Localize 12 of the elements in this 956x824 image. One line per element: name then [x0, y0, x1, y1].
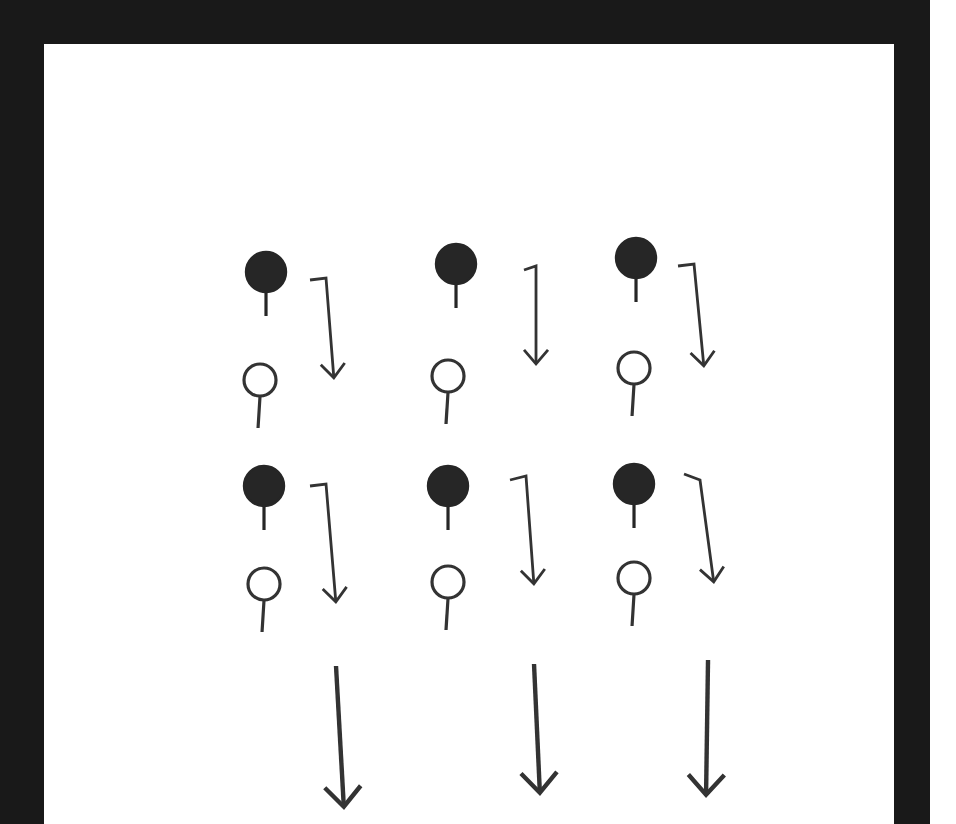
filled-circle-symbol [614, 236, 658, 302]
open-circle-symbol [242, 362, 278, 429]
open-circle-symbol [430, 564, 466, 631]
open-circle-symbol [616, 560, 652, 627]
filled-circle-symbol [426, 464, 470, 530]
filled-circle-symbol [434, 242, 478, 308]
open-circle-symbol [616, 350, 652, 417]
open-circle-symbol [430, 358, 466, 425]
filled-circle-symbol [244, 250, 288, 316]
open-circle-symbol [246, 566, 282, 633]
filled-circle-symbol [242, 464, 286, 530]
filled-circle-symbol [612, 462, 656, 528]
